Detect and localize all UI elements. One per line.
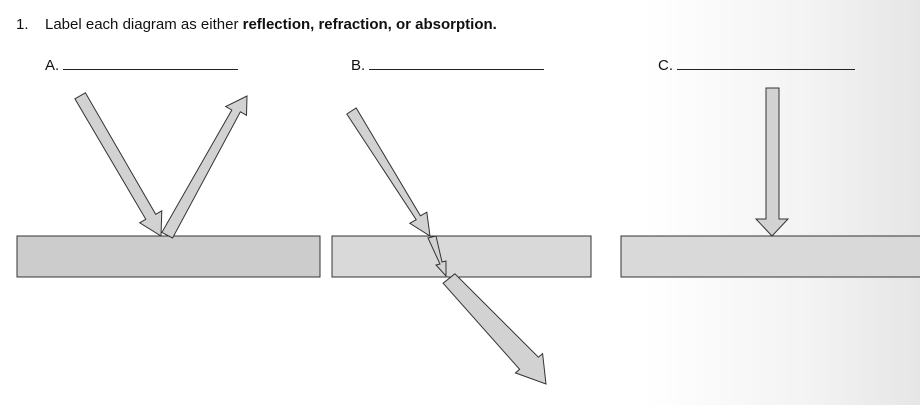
diagram-a-surface [16, 235, 321, 278]
diagram-b-transmitted-arrow [442, 273, 547, 385]
question-number: 1. [16, 16, 29, 33]
diagram-c-label: C. [658, 55, 855, 76]
diagram-a-answer-blank[interactable] [63, 55, 239, 70]
diagram-c-answer-blank[interactable] [677, 55, 855, 70]
diagram-b-label: B. [351, 55, 545, 76]
diagram-b-letter: B. [351, 57, 366, 74]
diagram-c-surface [620, 235, 920, 278]
diagram-a-letter: A. [45, 57, 60, 74]
diagram-b-surface [331, 235, 592, 278]
diagram-a-reflected-arrow [161, 95, 248, 239]
diagram-c [620, 87, 920, 278]
question-options: reflection, refraction, or absorption. [242, 16, 497, 33]
diagram-a-incident-arrow [74, 92, 163, 237]
diagram-c-letter: C. [658, 57, 673, 74]
diagram-b-answer-blank[interactable] [369, 55, 545, 70]
diagram-b-refracted-arrow-inside [427, 235, 447, 278]
diagram-c-incident-arrow [754, 87, 790, 237]
diagram-a [16, 92, 321, 278]
diagram-a-label: A. [45, 55, 239, 76]
diagram-b [331, 107, 592, 385]
question-text: Label each diagram as either [45, 16, 243, 33]
question-prompt: 1. Label each diagram as either reflectio… [16, 15, 497, 35]
diagram-b-incident-arrow [346, 107, 431, 237]
